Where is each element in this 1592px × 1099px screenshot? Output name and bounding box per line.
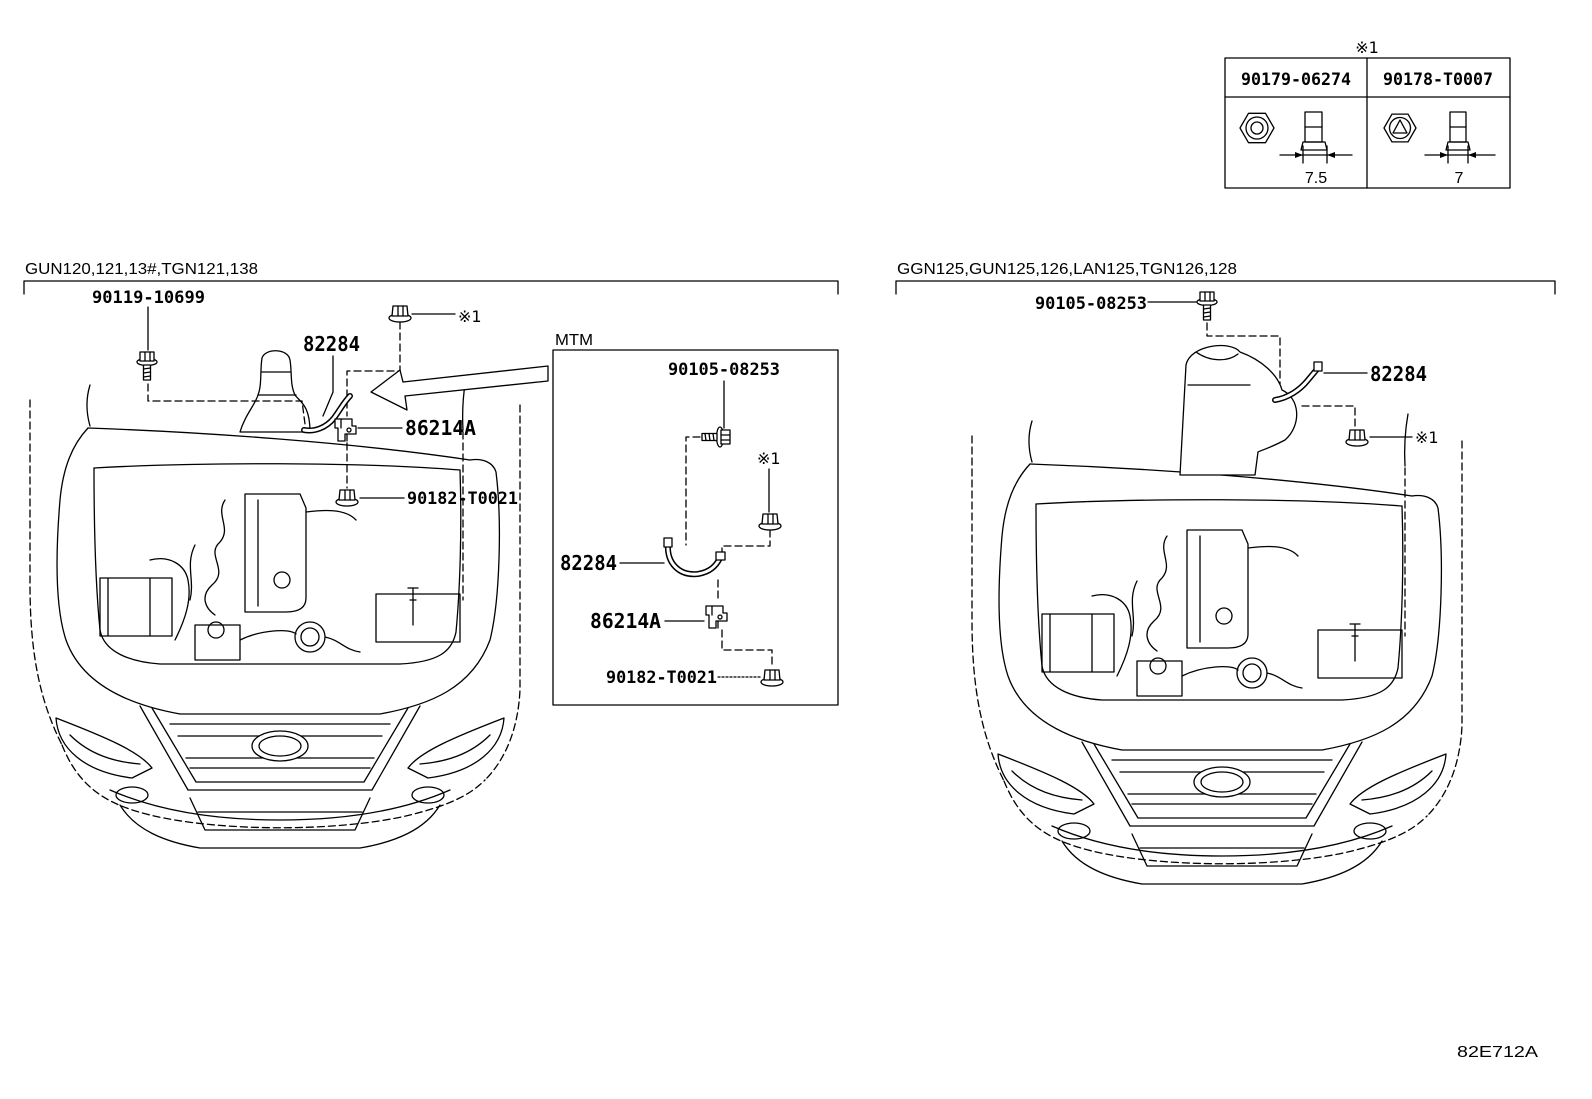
fastener-note-table: ※1 90179-06274 90178-T0007 7.5 <box>1224 38 1511 189</box>
left-view: GUN120,121,13#,TGN121,138 90119-10699 ※1… <box>23 261 839 849</box>
right-nut-icon <box>1345 429 1369 447</box>
dimension-line-1 <box>1279 145 1353 164</box>
left-clamp-leader <box>322 355 334 417</box>
mtm-top-nut-dashed-path <box>721 529 771 556</box>
reservoir-tank-detail-right <box>1187 351 1251 386</box>
left-nut-icon <box>335 489 359 507</box>
mtm-bracket-part-number[interactable]: 86214A <box>590 609 661 633</box>
left-bracket-part-number[interactable]: 86214A <box>405 416 476 440</box>
table-dimension-2: 7 <box>1455 170 1464 187</box>
right-view-applicability: GGN125,GUN125,126,LAN125,TGN126,128 <box>897 261 1237 278</box>
table-dimension-1: 7.5 <box>1305 170 1327 187</box>
illustration-code: 82E712A <box>1457 1044 1538 1061</box>
table-part-number-2[interactable]: 90178-T0007 <box>1383 70 1493 90</box>
left-nut-part-number[interactable]: 90182-T0021 <box>407 489 518 509</box>
dimension-line-2 <box>1424 145 1496 164</box>
left-bolt-icon <box>136 351 158 381</box>
mtm-bolt-part-number[interactable]: 90105-08253 <box>668 360 780 380</box>
mtm-pointer-arrow <box>370 365 549 411</box>
right-bolt-part-number[interactable]: 90105-08253 <box>1035 294 1147 314</box>
mtm-bolt-icon <box>701 426 731 448</box>
right-clamp-part-number[interactable]: 82284 <box>1370 362 1427 386</box>
mtm-box <box>552 349 839 706</box>
reservoir-tank-detail-left <box>257 371 297 396</box>
right-view-bracket-line <box>895 280 1556 295</box>
car-front-illustration-right <box>971 413 1463 885</box>
table-part-number-1[interactable]: 90179-06274 <box>1241 70 1351 90</box>
mtm-nut-note: ※1 <box>757 449 781 468</box>
left-bracket-icon <box>334 418 357 442</box>
reservoir-tank-right <box>1179 344 1298 476</box>
left-clamp-part-number[interactable]: 82284 <box>303 332 360 356</box>
mtm-nut-icon <box>760 669 784 687</box>
flange-nut-side-icon-2 <box>1445 111 1471 151</box>
left-top-nut-note: ※1 <box>458 307 482 326</box>
right-view: GGN125,GUN125,126,LAN125,TGN126,128 9010… <box>895 261 1556 885</box>
left-view-bracket-line <box>23 280 839 295</box>
right-clamp-icon <box>1272 361 1323 403</box>
mtm-clamp-icon <box>663 537 726 578</box>
hex-nut-triangle-front-icon <box>1383 113 1417 143</box>
flange-nut-side-icon <box>1300 111 1328 151</box>
mtm-clamp-part-number[interactable]: 82284 <box>560 551 617 575</box>
left-top-nut-dashed-path <box>346 321 401 417</box>
mtm-bracket-dashed-path <box>721 629 773 669</box>
right-bolt-icon <box>1196 291 1218 321</box>
hex-nut-front-icon <box>1239 112 1275 144</box>
mtm-label: MTM <box>555 332 593 349</box>
mtm-top-nut-icon <box>758 513 782 531</box>
left-clamp-icon <box>301 393 353 434</box>
reservoir-tank-left <box>239 350 311 433</box>
left-top-nut-icon <box>388 305 412 323</box>
left-bolt-dashed-path <box>147 383 306 425</box>
right-bolt-dashed-path <box>1206 322 1281 385</box>
right-clamp-dashed-path <box>1301 405 1356 429</box>
mtm-bracket-icon <box>705 605 728 629</box>
mtm-nut-part-number[interactable]: 90182-T0021 <box>606 668 717 688</box>
mtm-detail: MTM 90105-08253 ※1 82284 86214A 90182-T0… <box>552 332 839 706</box>
left-bolt-part-number[interactable]: 90119-10699 <box>92 288 205 308</box>
car-front-illustration-left <box>29 377 521 849</box>
table-note-mark: ※1 <box>1355 38 1379 57</box>
left-view-applicability: GUN120,121,13#,TGN121,138 <box>25 261 258 278</box>
mtm-bolt-dashed-path <box>685 436 701 546</box>
right-nut-note: ※1 <box>1415 428 1439 447</box>
